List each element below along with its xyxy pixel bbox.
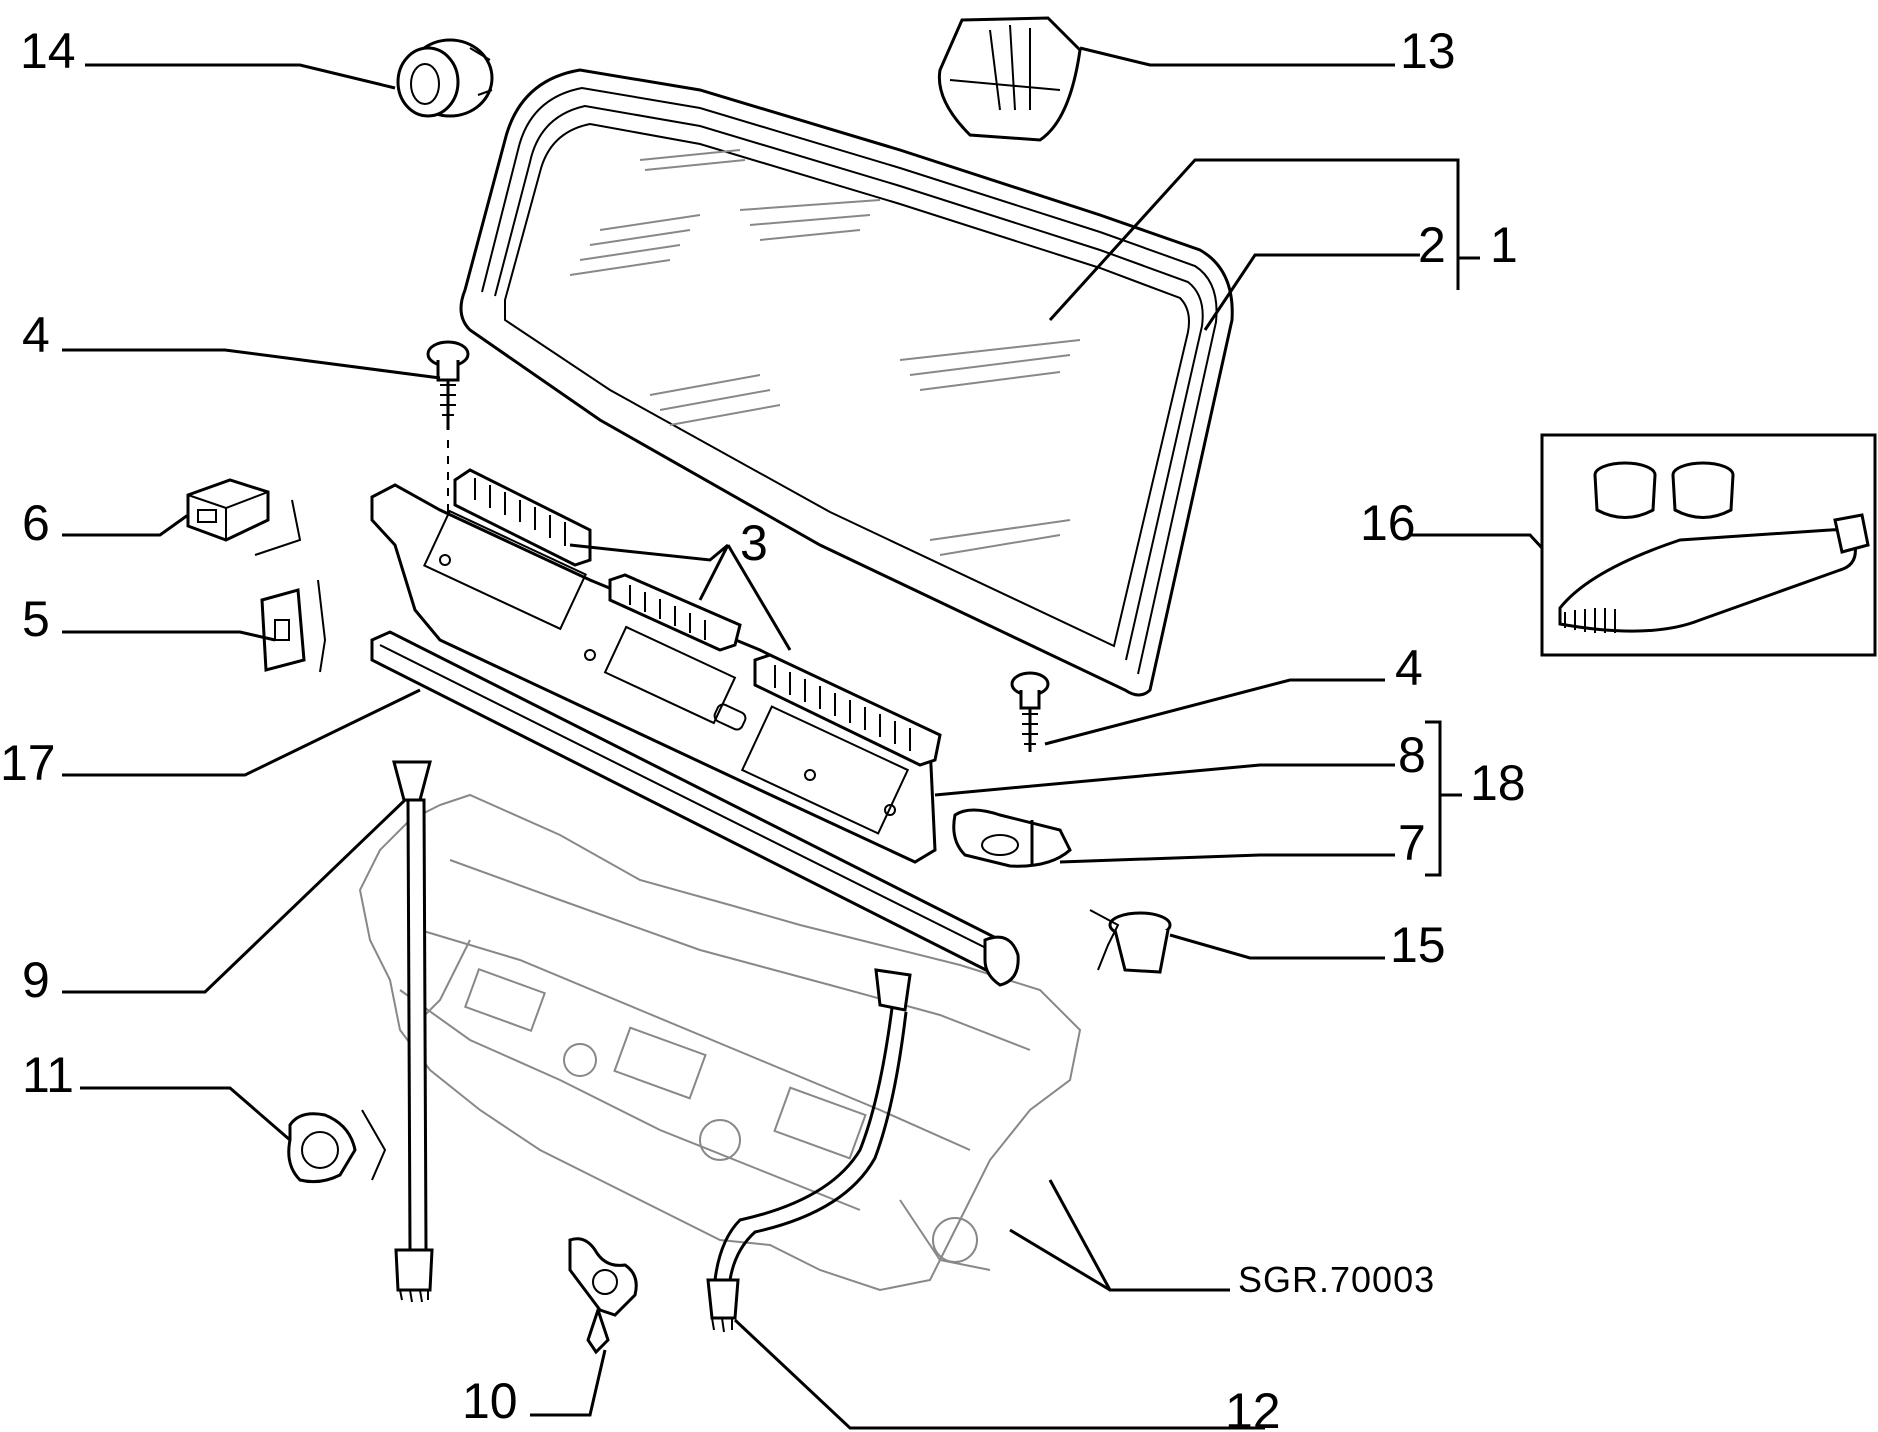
callout-labels: 14 13 2 1 4 3 6 16 5 4 17 8 18 7 15 9 11… (0, 23, 1526, 1432)
callout-16: 16 (1360, 495, 1416, 551)
callout-4-lower: 4 (1395, 640, 1423, 696)
callout-8: 8 (1398, 727, 1426, 783)
callout-14: 14 (20, 23, 76, 79)
screw-upper (426, 340, 470, 520)
screw-lower (1010, 671, 1050, 752)
callout-5: 5 (22, 591, 50, 647)
cowl-panel (370, 483, 937, 864)
clip-plate (260, 579, 327, 673)
callout-6: 6 (22, 495, 50, 551)
hose-clip-11 (287, 1109, 387, 1184)
dashboard-panel-ghost (358, 793, 1082, 1292)
air-vent-grille-parts (453, 468, 942, 767)
washer-hose-right (706, 968, 912, 1333)
rubber-pad (937, 16, 1082, 142)
bracket-7 (952, 808, 1072, 868)
callout-12: 12 (1225, 1383, 1281, 1432)
callout-9: 9 (22, 952, 50, 1008)
reference-code: SGR.70003 (1238, 1259, 1435, 1300)
callout-3: 3 (740, 515, 768, 571)
relay-module (186, 478, 302, 556)
callout-17: 17 (0, 735, 56, 791)
grommet (396, 38, 494, 118)
callout-11: 11 (22, 1047, 74, 1103)
callout-2: 2 (1418, 217, 1446, 273)
adhesive-kit-box (1540, 433, 1877, 657)
washer-hose-left (392, 760, 434, 1303)
callout-15: 15 (1390, 917, 1446, 973)
plug-15 (1089, 909, 1172, 974)
callout-1: 1 (1490, 217, 1518, 273)
leader-lines (62, 46, 1544, 1430)
callout-18: 18 (1470, 755, 1526, 811)
callout-4-upper: 4 (22, 307, 50, 363)
callout-10: 10 (462, 1373, 518, 1429)
windscreen-assembly (459, 68, 1234, 697)
callout-13: 13 (1400, 23, 1456, 79)
callout-7: 7 (1398, 815, 1426, 871)
weather-strip (370, 630, 1020, 987)
hose-clip-10 (568, 1237, 638, 1355)
